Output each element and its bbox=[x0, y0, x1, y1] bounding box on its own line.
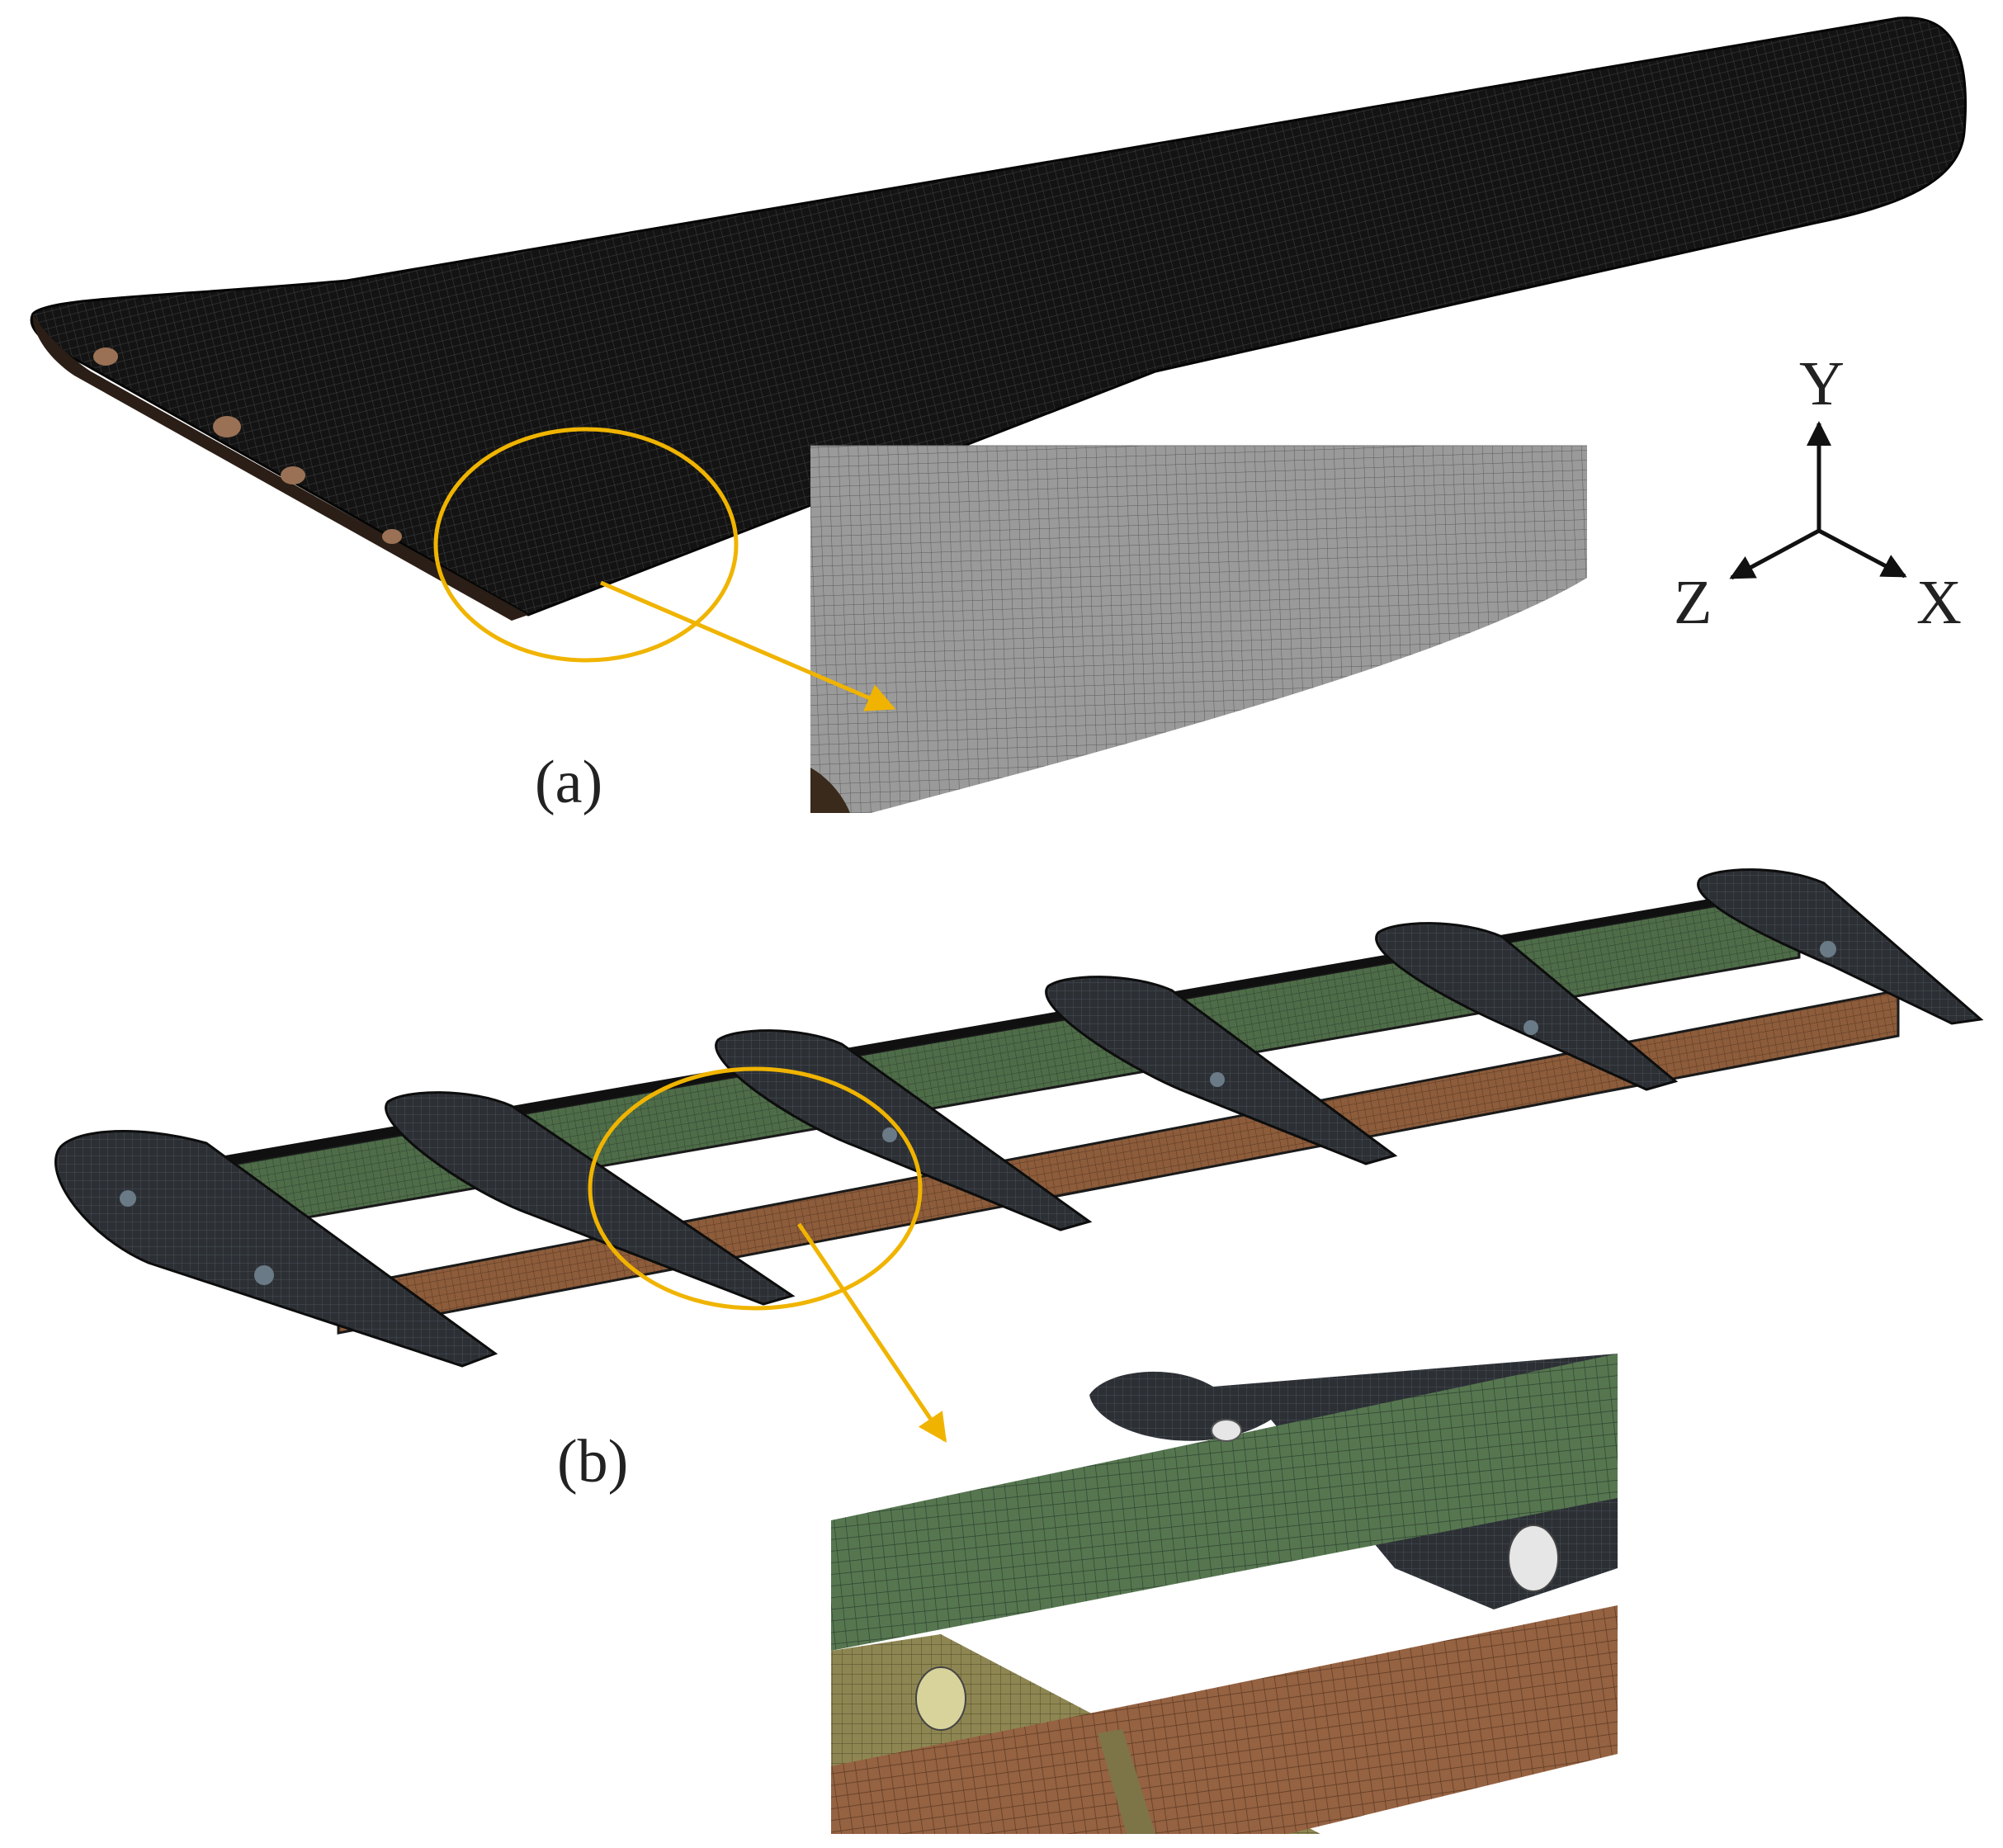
detail-view-a bbox=[810, 445, 1587, 813]
detail-skin-mesh bbox=[810, 446, 1587, 813]
x-axis-arrow bbox=[1817, 528, 1907, 579]
callout-arrow-a bbox=[600, 580, 896, 711]
wing-root-face bbox=[32, 314, 528, 621]
ribs bbox=[54, 868, 1984, 1368]
callout-arrow-b bbox=[796, 1222, 947, 1443]
root-holes bbox=[93, 347, 402, 544]
detail-brown-spar bbox=[831, 1605, 1618, 1834]
rib-tip bbox=[1697, 868, 1984, 1025]
detail-view-b bbox=[831, 1354, 1618, 1834]
detail-hole-right bbox=[1508, 1524, 1559, 1592]
detail-hole-left bbox=[915, 1666, 966, 1731]
axis-triad: Y Z X bbox=[1674, 349, 1962, 637]
detail-leading-edge bbox=[810, 768, 850, 813]
callout-circle-a bbox=[433, 427, 739, 663]
callout-circle-b bbox=[588, 1066, 923, 1311]
detail-hole-upper bbox=[1211, 1419, 1242, 1442]
rib-5 bbox=[1375, 922, 1679, 1091]
panel-a-label: (a) bbox=[535, 749, 602, 816]
wing-skin-mesh bbox=[30, 17, 1967, 617]
rib-root bbox=[54, 1130, 498, 1368]
x-axis-label: X bbox=[1916, 568, 1962, 637]
y-axis-label: Y bbox=[1799, 349, 1845, 418]
detail-green-spar bbox=[831, 1354, 1618, 1651]
rib-holes bbox=[120, 941, 1836, 1285]
panel-a: (a) bbox=[30, 17, 1967, 816]
panel-b-label: (b) bbox=[557, 1428, 628, 1496]
panel-b: (b) bbox=[54, 868, 1984, 1834]
rib-4 bbox=[1045, 976, 1398, 1165]
z-axis-label: Z bbox=[1674, 568, 1712, 637]
z-axis-arrow bbox=[1729, 528, 1821, 580]
